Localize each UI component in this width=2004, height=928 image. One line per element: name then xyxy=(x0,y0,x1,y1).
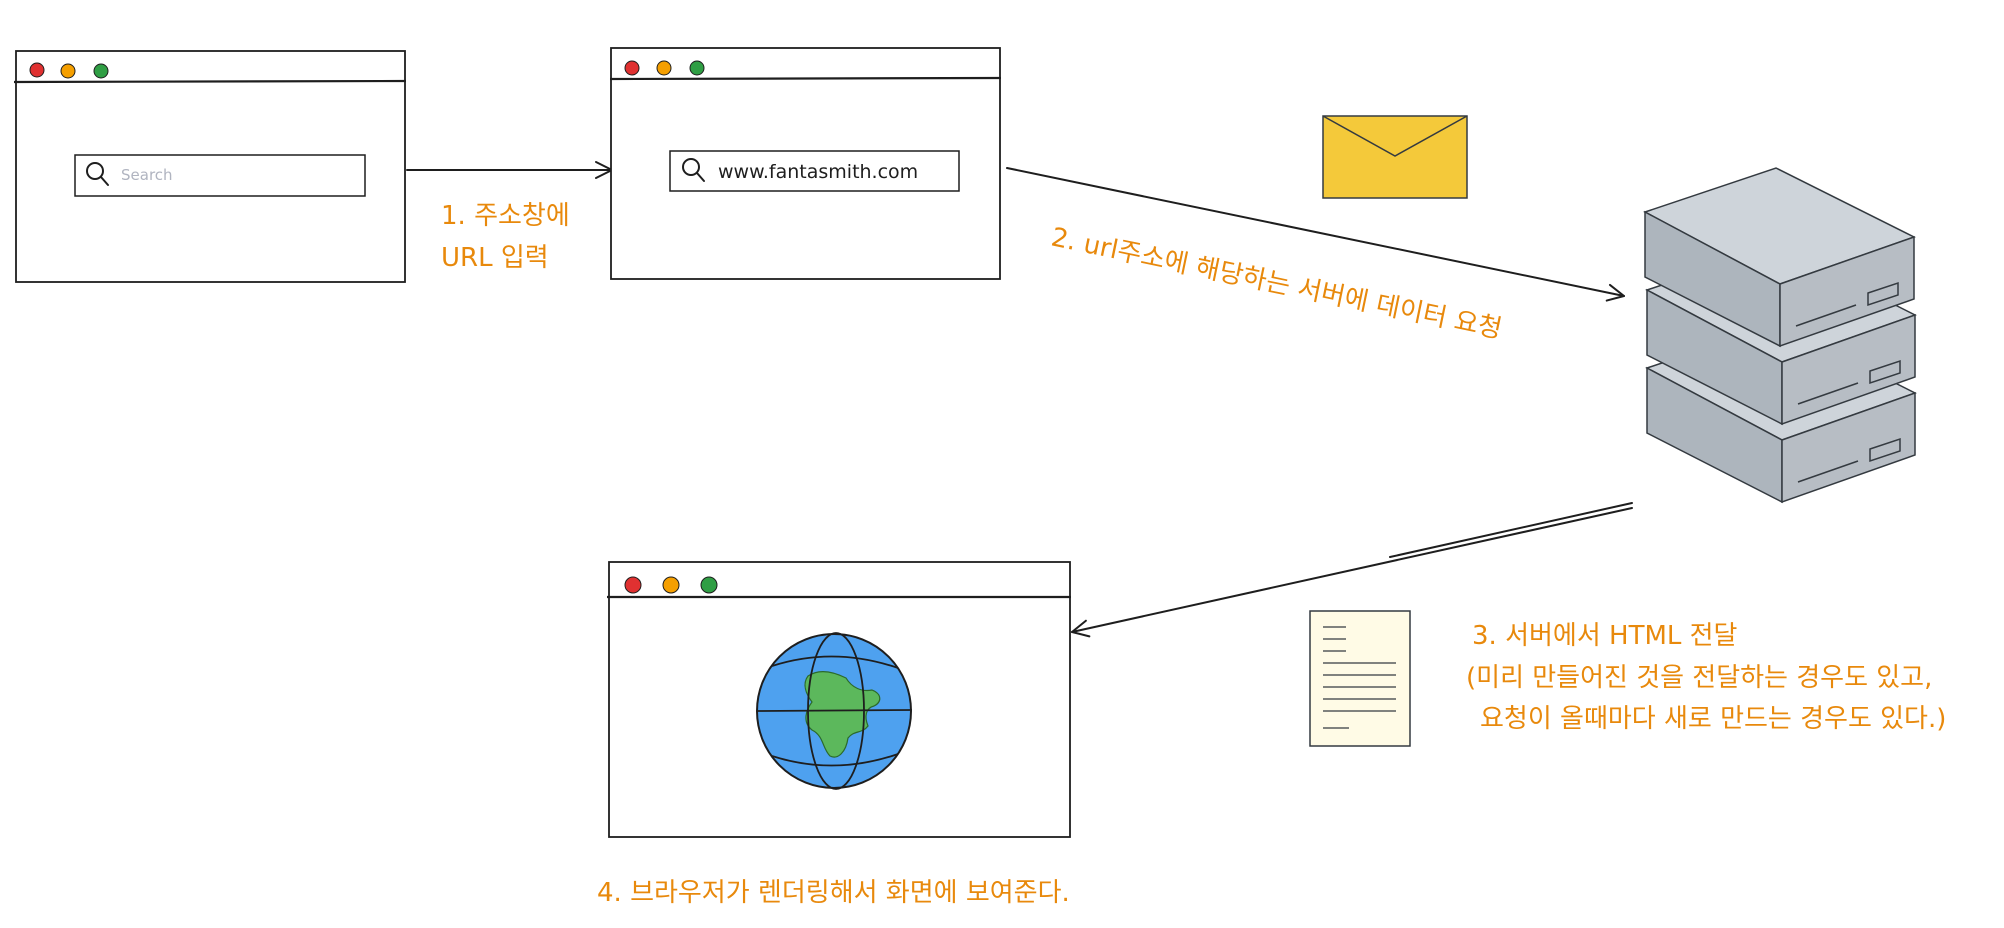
step-2-label: 2. url주소에 해당하는 서버에 데이터 요청 xyxy=(1049,222,1505,345)
window-maximize-dot[interactable] xyxy=(93,63,109,79)
step-1-label-line-1: 1. 주소창에 xyxy=(441,201,570,231)
window-maximize-dot[interactable] xyxy=(689,60,705,76)
step-3-label-line-3: 요청이 올때마다 새로 만드는 경우도 있다.) xyxy=(1480,704,1946,734)
server-icon xyxy=(1643,167,1917,504)
window-minimize-dot[interactable] xyxy=(656,60,672,76)
browser-window-url: www.fantasmith.com xyxy=(609,47,1002,280)
step-3-label-line-2: (미리 만들어진 것을 전달하는 경우도 있고, xyxy=(1466,663,1932,693)
search-bar[interactable]: Search xyxy=(74,154,366,197)
search-icon xyxy=(682,158,705,182)
step-1-label-line-2: URL 입력 xyxy=(441,243,549,273)
browser-window-search: Search xyxy=(13,50,407,283)
window-close-dot[interactable] xyxy=(624,576,642,594)
window-close-dot[interactable] xyxy=(29,62,45,78)
step-4-label: 4. 브라우저가 렌더링해서 화면에 보여준다. xyxy=(597,878,1070,908)
window-maximize-dot[interactable] xyxy=(700,576,718,594)
browser-window-rendered xyxy=(607,561,1071,838)
window-minimize-dot[interactable] xyxy=(662,576,680,594)
envelope-icon xyxy=(1322,115,1468,199)
arrow-response-stroke-echo xyxy=(1389,502,1633,558)
arrow-request-server xyxy=(1006,167,1625,302)
window-close-dot[interactable] xyxy=(624,60,640,76)
window-minimize-dot[interactable] xyxy=(60,63,76,79)
arrow-response-html xyxy=(1071,507,1633,638)
search-icon xyxy=(86,162,109,186)
address-bar[interactable]: www.fantasmith.com xyxy=(669,150,960,192)
address-bar-url: www.fantasmith.com xyxy=(718,161,918,183)
document-icon xyxy=(1309,610,1411,747)
search-input-placeholder: Search xyxy=(121,166,173,184)
globe-icon xyxy=(756,632,913,790)
step-3-label-line-1: 3. 서버에서 HTML 전달 xyxy=(1472,621,1737,651)
